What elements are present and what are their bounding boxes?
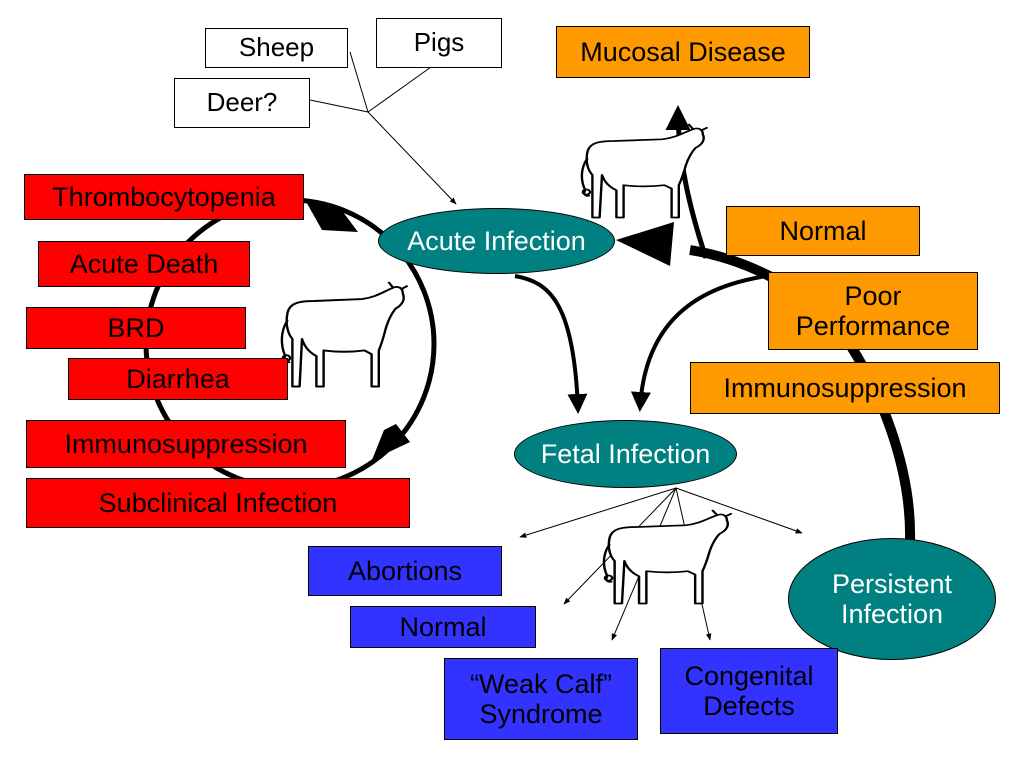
fetal-infection-node: Fetal Infection [514,420,737,488]
deer-connector [309,99,369,113]
persistent-outcome-immunosuppression: Immunosuppression [690,362,1000,414]
acute-infection-node: Acute Infection [378,208,615,274]
acute-outcome-subclinical-infection: Subclinical Infection [26,478,410,528]
acute-outcome-brd: BRD [26,307,246,349]
cycle-arrow-top [304,198,358,232]
fetal-outcome-abortions: Abortions [308,546,502,596]
fetal-outcome-normal: Normal [350,606,536,648]
acute-outcome-diarrhea: Diarrhea [68,358,288,400]
persistent-to-acute-arrowhead [616,222,674,266]
sheep-box: Sheep [205,28,348,68]
persistent-infection-node: Persistent Infection [788,538,996,660]
persistent-outcome-normal: Normal [726,206,920,256]
fetal-outcome-congenital-defects: Congenital Defects [660,648,838,734]
deer-box: Deer? [174,78,310,128]
persistent-outcome-mucosal-disease: Mucosal Disease [556,26,810,78]
pigs-connector [367,61,439,113]
persistent-to-fetal-arrow [630,272,781,412]
acute-outcome-immunosuppression: Immunosuppression [26,420,346,468]
acute-to-fetal-arrow [514,274,588,414]
sheep-connector [349,51,369,113]
hosts-to-acute-arrow [367,111,457,205]
cycle-arrow-bottom [372,424,410,460]
calf-icon [280,280,409,388]
to-mucosal-arrow [665,105,709,259]
persistent-outcome-poor-performance: Poor Performance [768,272,978,350]
fetal-outcome-weak-calf-syndrome: “Weak Calf” Syndrome [444,658,638,740]
acute-outcome-acute-death: Acute Death [38,241,250,287]
calf-icon [602,508,733,605]
pigs-box: Pigs [376,18,502,68]
acute-outcome-thrombocytopenia: Thrombocytopenia [24,174,304,220]
